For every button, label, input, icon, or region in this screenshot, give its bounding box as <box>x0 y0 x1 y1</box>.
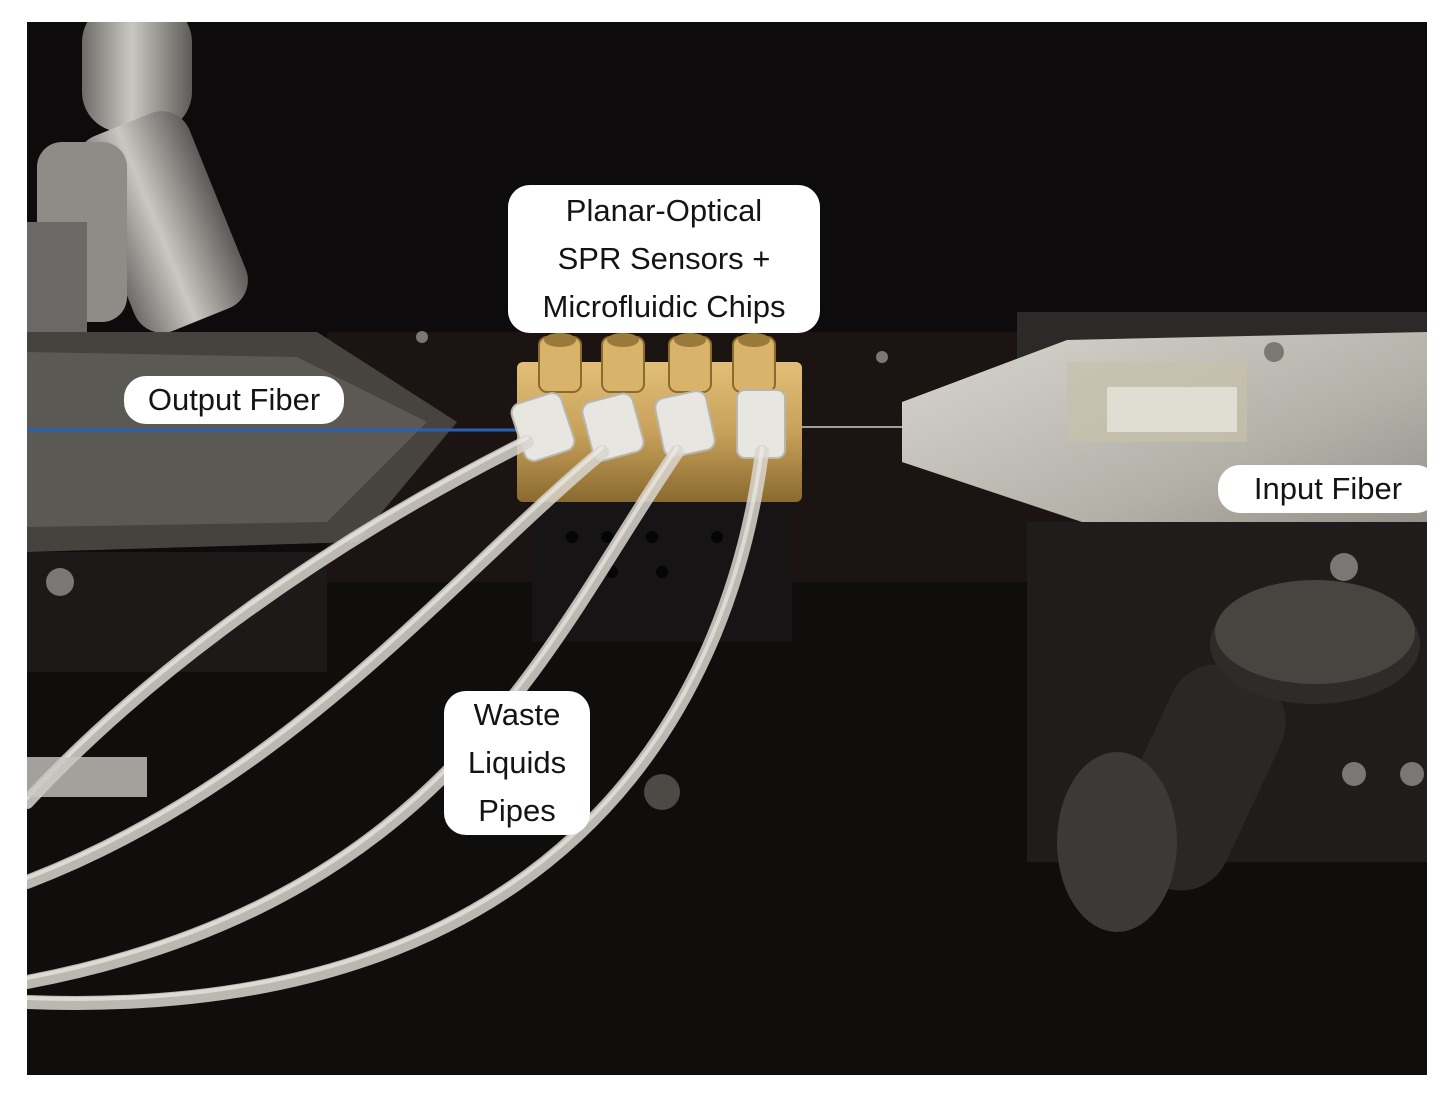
optical-bench-scene <box>27 22 1427 1075</box>
micrometer-top-left <box>27 22 248 333</box>
lab-photo: Planar-Optical SPR Sensors + Microfluidi… <box>27 22 1427 1075</box>
label-sensors-line-1: Planar-Optical <box>565 193 763 228</box>
label-input-fiber: Input Fiber <box>1218 465 1427 513</box>
tube-fittings <box>510 389 786 462</box>
label-waste-line-2: Liquids <box>467 745 567 780</box>
label-sensors-chips: Planar-Optical SPR Sensors + Microfluidi… <box>508 185 820 333</box>
label-waste-pipes: Waste Liquids Pipes <box>444 691 590 835</box>
label-sensors-line-2: SPR Sensors + <box>557 241 771 276</box>
adjustment-knob <box>1057 580 1420 932</box>
label-waste-line-1: Waste <box>473 697 561 732</box>
label-waste-line-3: Pipes <box>478 793 556 828</box>
bench-screws <box>46 331 1424 810</box>
label-sensors-line-3: Microfluidic Chips <box>542 289 786 324</box>
label-output-fiber: Output Fiber <box>124 376 344 424</box>
